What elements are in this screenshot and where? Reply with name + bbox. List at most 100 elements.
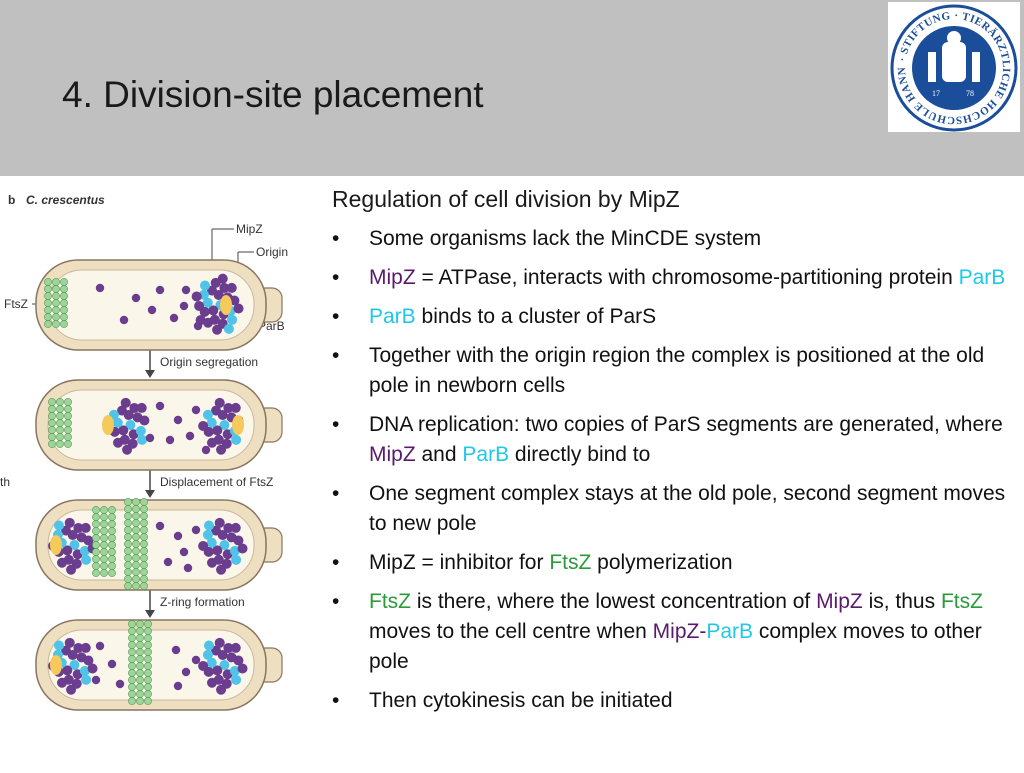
origin-marker: [232, 415, 244, 435]
mipz-cluster: [117, 405, 128, 416]
mipz-dot: [119, 315, 129, 325]
mipz-cluster: [83, 535, 94, 546]
bullet-text: is there, where the lowest concentration…: [411, 590, 817, 613]
ftsz-ring: [44, 292, 52, 300]
ftsz-helix: [140, 540, 148, 548]
ftsz-helix: [100, 569, 108, 577]
ftsz-helix: [140, 575, 148, 583]
ftsz-ring: [52, 313, 60, 321]
ftsz-helix: [108, 527, 116, 535]
mipz-cluster: [207, 557, 218, 568]
ftsz-helix: [132, 526, 140, 534]
bullet-text: DNA replication: two copies of ParS segm…: [369, 413, 1003, 436]
ftsz-helix: [108, 555, 116, 563]
mipz-cluster: [223, 323, 234, 334]
z-ring: [128, 697, 136, 705]
z-ring: [144, 697, 152, 705]
mipz-cluster: [79, 545, 90, 556]
ftsz-helix: [124, 575, 132, 583]
mipz-cluster: [233, 535, 244, 546]
term-ftsz: FtsZ: [369, 590, 411, 613]
mipz-cluster: [216, 444, 227, 455]
ftsz-helix: [140, 512, 148, 520]
mipz-dot: [165, 435, 175, 445]
ftsz-helix: [92, 527, 100, 535]
mipz-cluster: [229, 665, 240, 676]
ftsz-helix: [92, 562, 100, 570]
mipz-dot: [91, 675, 101, 685]
ftsz-helix: [108, 569, 116, 577]
ftsz-ring: [60, 285, 68, 293]
mipz-dot: [173, 681, 183, 691]
origin-marker: [50, 655, 62, 675]
mipz-cluster: [62, 545, 73, 556]
ftsz-ring: [60, 313, 68, 321]
ftsz-helix: [124, 512, 132, 520]
origin-marker: [50, 535, 62, 555]
mipz-cluster: [64, 517, 75, 528]
bullet-text: binds to a cluster of ParS: [415, 305, 657, 328]
bullet-text: and: [415, 443, 463, 466]
mipz-dot: [155, 285, 165, 295]
ftsz-ring: [48, 412, 56, 420]
bullet-marker: •: [332, 551, 340, 574]
mipz-cluster: [216, 564, 227, 575]
ftsz-helix: [92, 513, 100, 521]
z-ring: [128, 662, 136, 670]
ftsz-ring: [48, 419, 56, 427]
mipz-cluster: [69, 660, 80, 670]
mipz-cluster: [214, 637, 225, 648]
ftsz-ring: [64, 440, 72, 448]
mipz-cluster: [207, 285, 218, 296]
term-parb: ParB: [958, 266, 1006, 289]
term-mipz: MipZ: [369, 443, 416, 466]
mipz-cluster: [81, 674, 92, 685]
term-mipz: MipZ: [652, 620, 700, 643]
mipz-cluster: [208, 305, 219, 316]
ftsz-helix: [132, 512, 140, 520]
mipz-cluster: [206, 417, 217, 428]
division-figure: b C. crescentus MipZ Origin FtsZ ParB Or…: [0, 180, 312, 768]
bullet-marker: •: [332, 227, 340, 250]
mipz-dot: [191, 405, 201, 415]
mipz-cluster: [207, 677, 218, 688]
mipz-cluster: [230, 402, 241, 413]
ftsz-ring: [64, 433, 72, 441]
step-arrows: [145, 350, 155, 618]
mipz-dot: [115, 679, 125, 689]
z-ring: [128, 648, 136, 656]
term-mipz: MipZ: [816, 590, 863, 613]
bullet-item: •Then cytokinesis can be initiated: [332, 686, 1012, 716]
mipz-dot: [191, 655, 201, 665]
mipz-cluster: [219, 420, 230, 430]
seal-icon: · STIFTUNG · TIERÄRZTLICHE HOCHSCHULE HA…: [883, 0, 1018, 132]
ftsz-helix: [132, 540, 140, 548]
z-ring: [144, 683, 152, 691]
mipz-dot: [181, 667, 191, 677]
z-ring: [136, 655, 144, 663]
label-cut-left: th: [0, 475, 10, 489]
mipz-cluster: [219, 540, 230, 550]
z-ring: [144, 620, 152, 628]
mipz-dot: [201, 445, 211, 455]
cell-division-diagram: b C. crescentus MipZ Origin FtsZ ParB Or…: [0, 193, 288, 711]
ftsz-helix: [140, 533, 148, 541]
z-ring: [144, 634, 152, 642]
mipz-cluster: [229, 295, 240, 306]
ftsz-ring: [56, 433, 64, 441]
mipz-dot: [107, 659, 117, 669]
mipz-cluster: [212, 425, 223, 436]
mipz-cluster: [206, 657, 217, 668]
mipz-cluster: [230, 642, 241, 653]
mipz-cluster: [211, 525, 222, 536]
mipz-dot: [179, 547, 189, 557]
bullet-text: directly bind to: [509, 443, 651, 466]
mipz-cluster: [214, 397, 225, 408]
ftsz-ring: [48, 398, 56, 406]
mipz-cluster: [219, 282, 230, 293]
origin-marker: [102, 415, 114, 435]
mipz-cluster: [139, 415, 150, 426]
mipz-cluster: [113, 437, 124, 448]
ftsz-ring: [48, 440, 56, 448]
mipz-cluster: [136, 402, 147, 413]
